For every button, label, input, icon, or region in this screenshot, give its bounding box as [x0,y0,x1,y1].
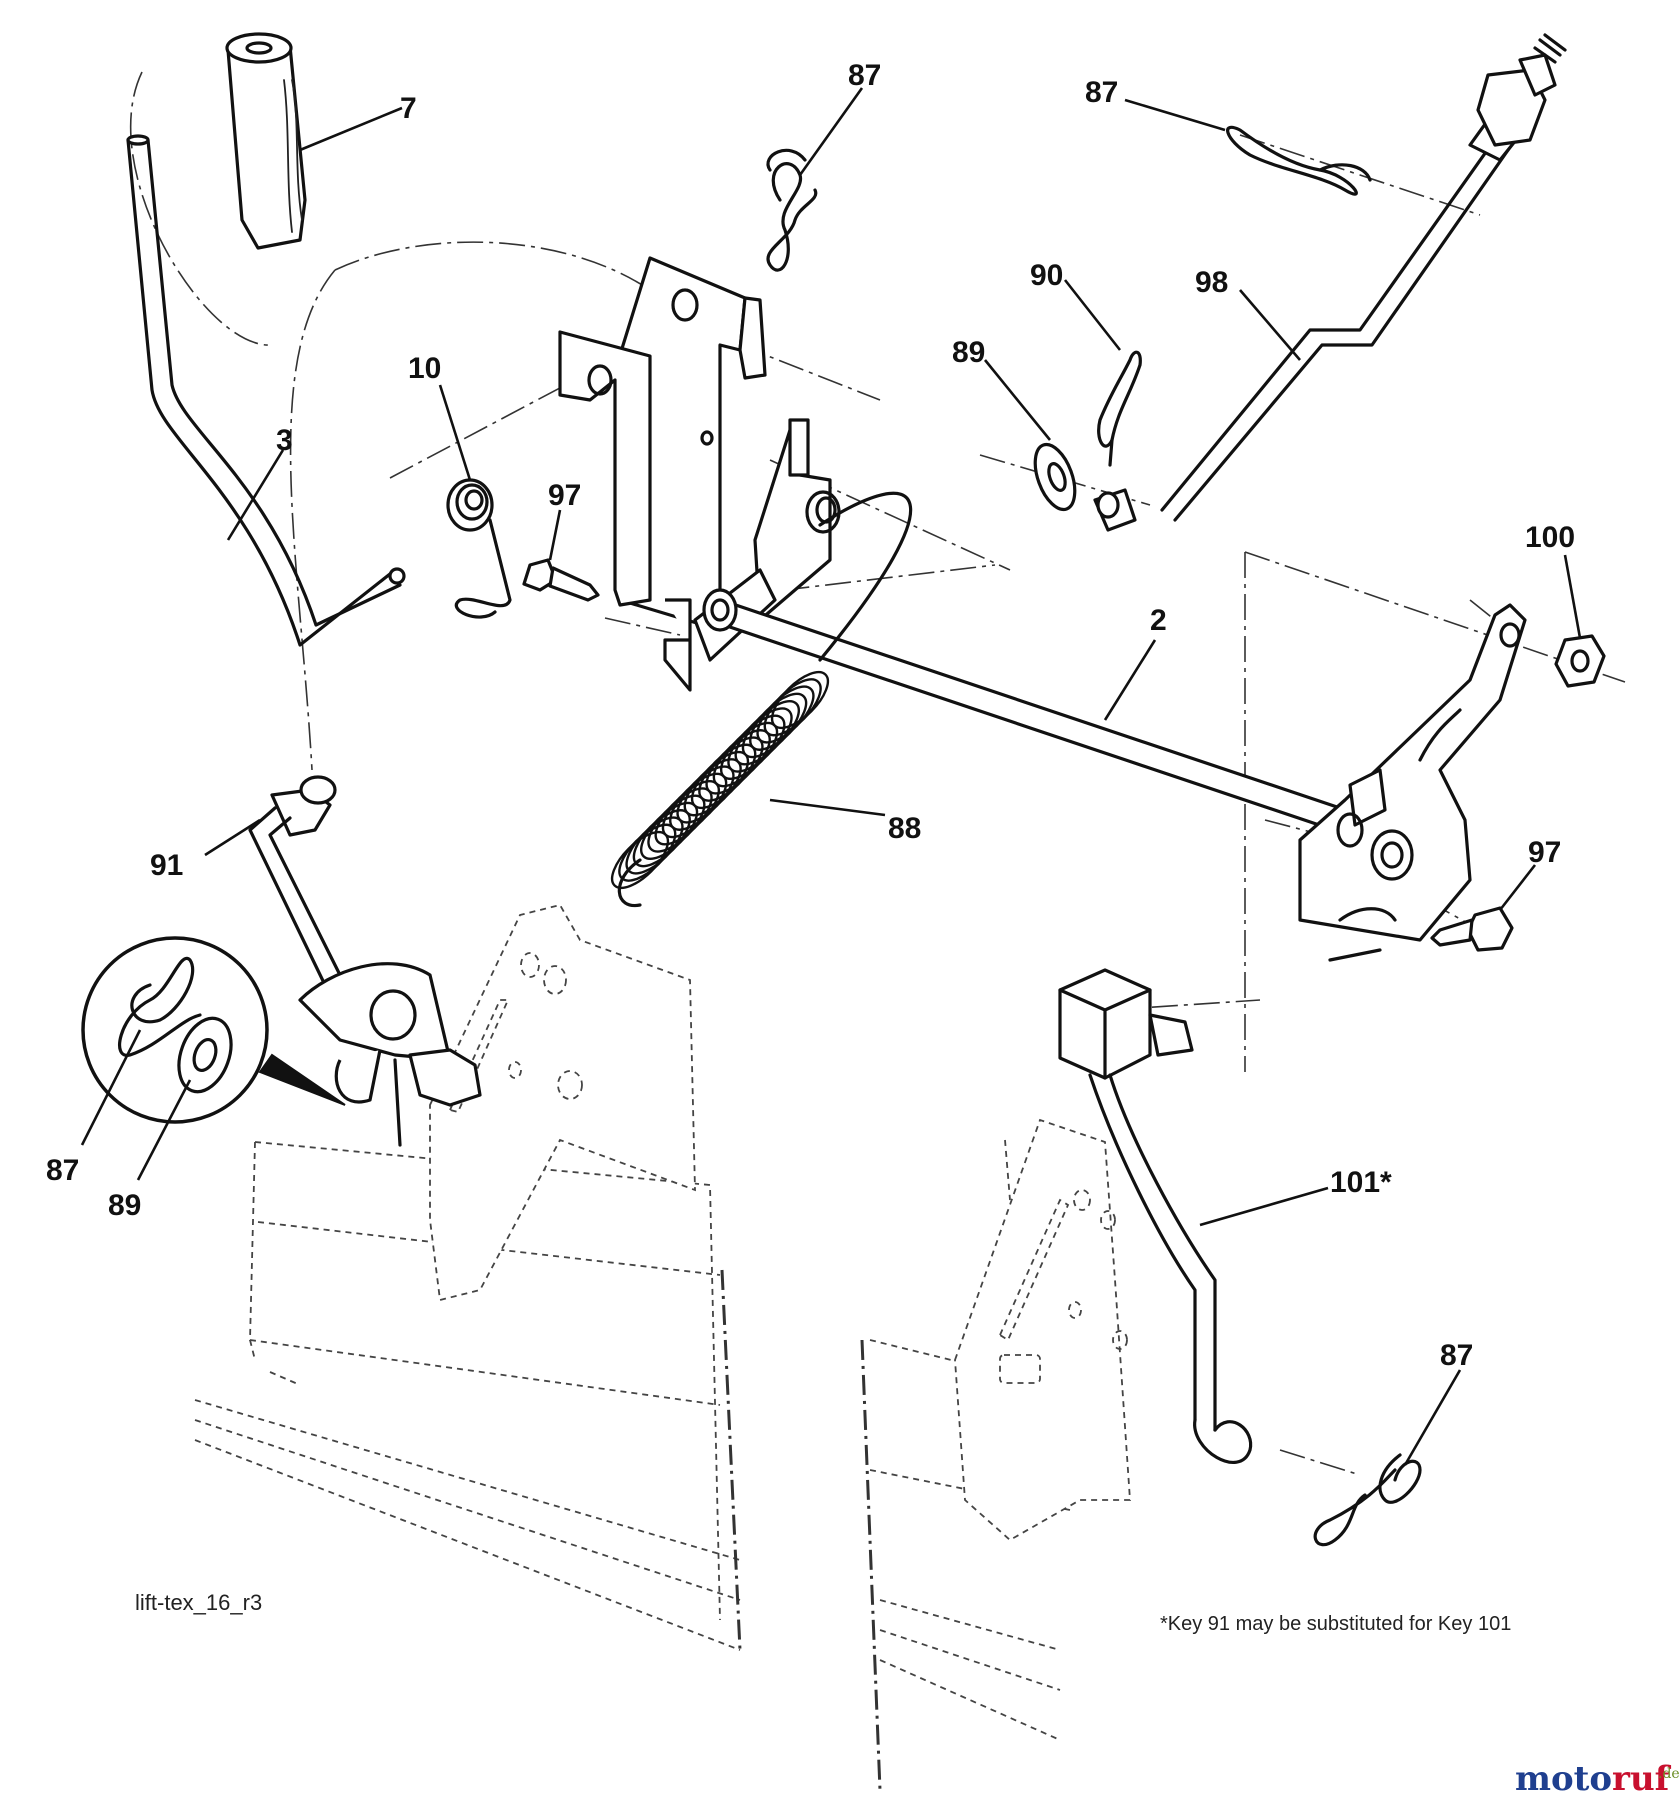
callout-90: 90 [1030,259,1063,292]
mower-deck-left-ghost [194,903,742,1651]
callout-97-left: 97 [548,479,581,512]
deck-lift-link-right [1058,968,1253,1464]
callout-3: 3 [276,424,293,457]
callout-87-top: 87 [848,59,881,92]
deck-lift-link-left [248,775,482,1147]
callout-89-inset: 89 [108,1189,141,1222]
motoruf-watermark: motoruf .de [1515,1759,1679,1799]
shoulder-bolt-right [1430,906,1514,952]
mower-deck-right-ghost [860,1118,1131,1791]
hairpin-clip-top-right [1226,125,1372,196]
leader-lines [80,87,1582,1466]
callout-98: 98 [1195,266,1228,299]
callout-2: 2 [1150,604,1167,637]
drawing-id: lift-tex_16_r3 [135,1590,262,1615]
svg-text:.de: .de [1658,1766,1679,1782]
callout-87-top-right: 87 [1085,76,1118,109]
callout-87-bottom-right: 87 [1440,1339,1473,1372]
callout-labels: 7 87 87 90 98 89 10 3 97 100 2 88 91 97 … [46,59,1575,1372]
hairpin-clip-bottom-right [1313,1453,1422,1547]
spring-coil [640,801,699,860]
flat-washer-top [1033,442,1077,512]
handle-grip [225,32,307,250]
spring-coil [610,830,670,890]
callout-7: 7 [400,92,417,125]
extension-spring [610,491,913,908]
svg-text:motoruf: motoruf [1515,1759,1672,1799]
callout-97-right: 97 [1528,836,1561,869]
shoulder-bolt-left [522,558,600,602]
hairpin-clip-top [766,148,818,272]
footnote: *Key 91 may be substituted for Key 101 [1160,1613,1511,1635]
callout-89-top: 89 [952,336,985,369]
callout-91: 91 [150,849,183,882]
callout-88: 88 [888,812,921,845]
callout-100: 100 [1525,521,1575,554]
callout-87-inset: 87 [46,1154,79,1187]
hex-nut [1554,634,1606,688]
cotter-pin [1097,350,1142,467]
torsion-spring [446,478,512,619]
link-rod [1093,33,1567,532]
detail-inset [81,936,346,1124]
spring-coil [647,794,706,853]
callout-101-star: 101* [1330,1166,1392,1199]
right-lift-arm [1298,603,1527,962]
lift-handle-rod [126,134,406,647]
lift-bracket [558,256,767,692]
callout-10: 10 [408,352,441,385]
spring-coil [654,787,713,846]
